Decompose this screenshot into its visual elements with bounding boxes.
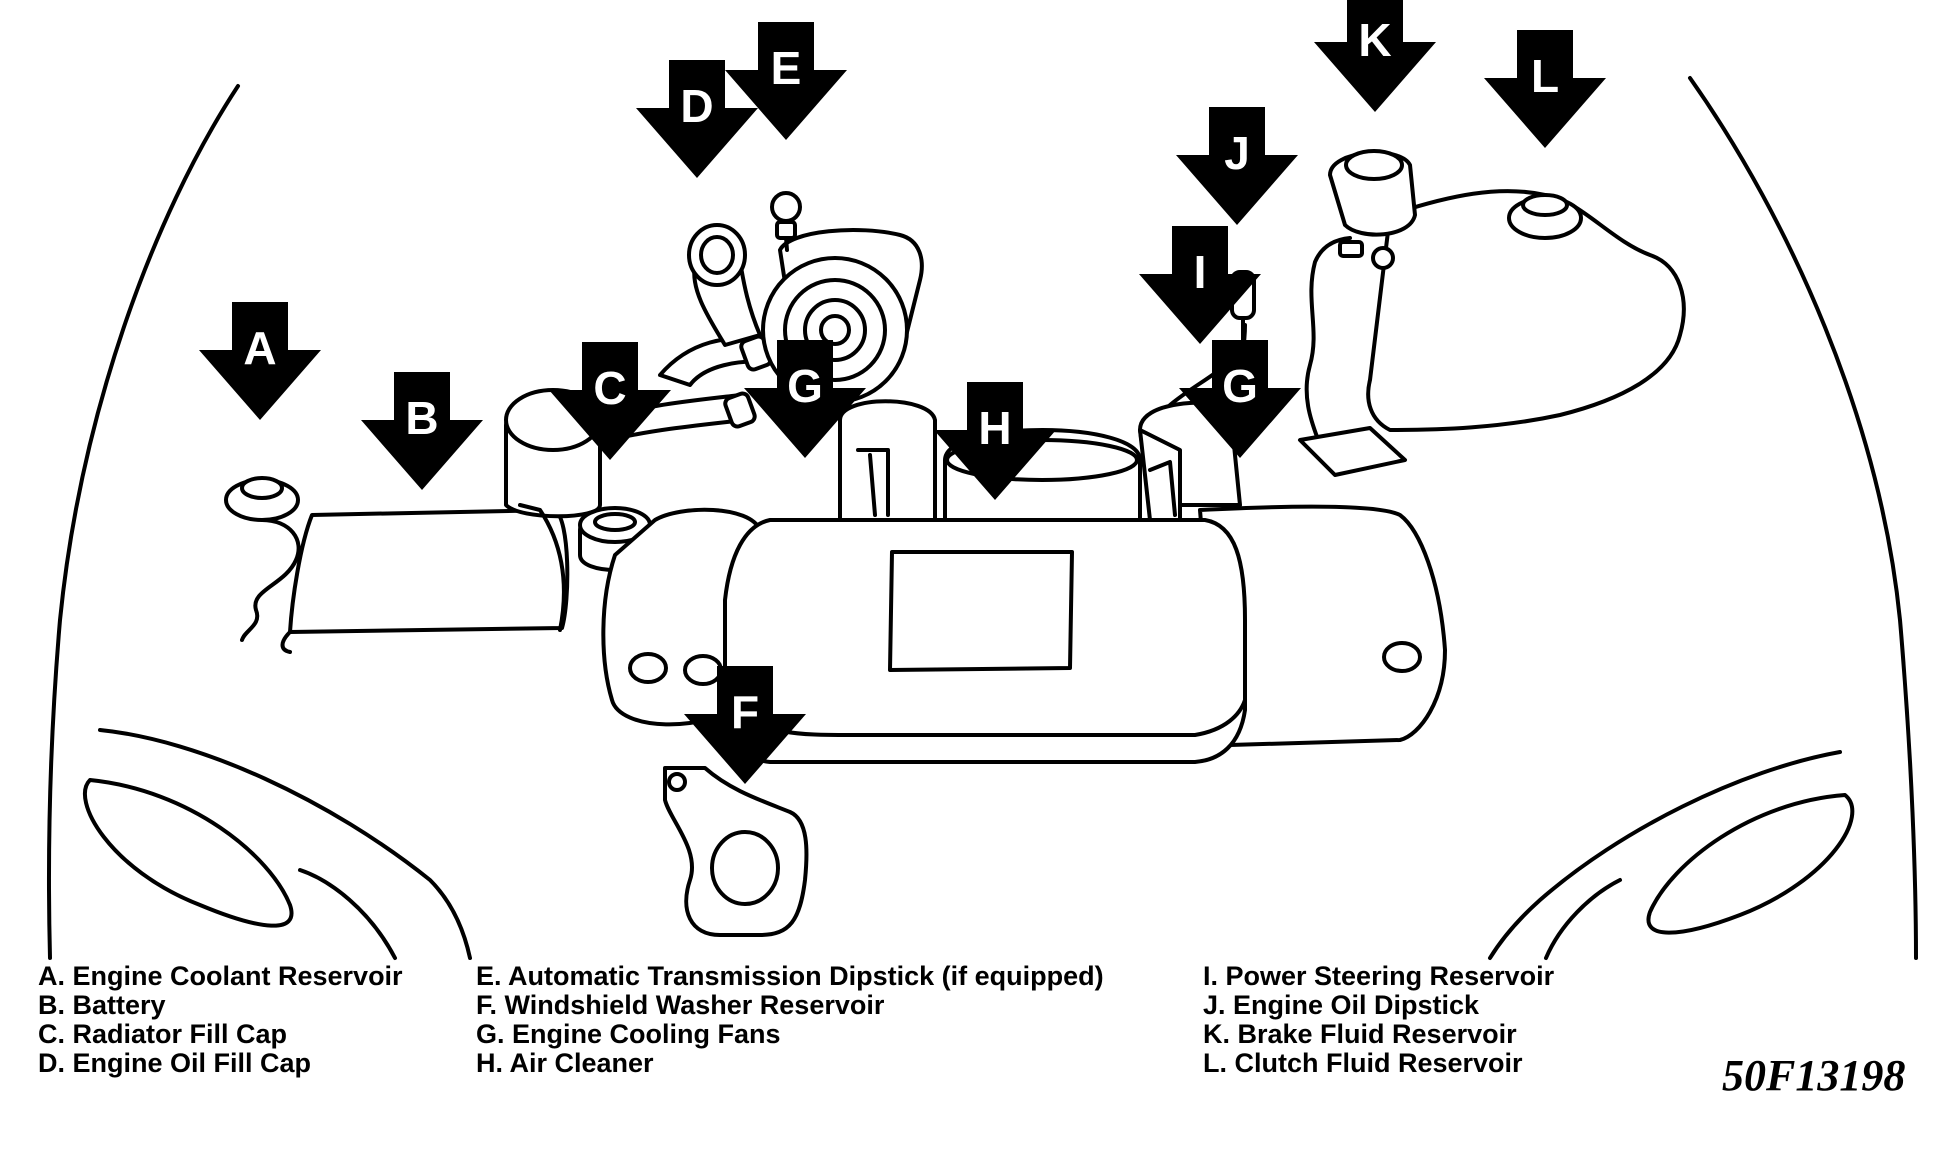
cooling-fan-left [838, 399, 937, 522]
callout-h: H [934, 382, 1056, 500]
callout-d: D [636, 60, 758, 178]
transmission-dipstick [770, 191, 802, 252]
callout-arrows: A B C D E F G H I J K L G [199, 0, 1606, 784]
callout-arrow-shape [684, 666, 806, 784]
callout-arrow-shape [1139, 226, 1261, 344]
callout-letter: K [1358, 14, 1391, 66]
legend-item-g: G. Engine Cooling Fans [476, 1019, 781, 1049]
callout-g: G [1179, 340, 1301, 458]
coolant-reservoir [224, 476, 301, 642]
legend-item-d: D. Engine Oil Fill Cap [38, 1048, 312, 1078]
oil-fill-cap [687, 223, 762, 347]
callout-g: G [744, 340, 866, 458]
callout-letter: B [405, 392, 438, 444]
callout-arrow-shape [199, 302, 321, 420]
callout-b: B [361, 372, 483, 490]
callout-arrow-shape [1314, 0, 1436, 112]
battery [280, 508, 570, 654]
callout-arrow-shape [1179, 340, 1301, 458]
callout-arrow-shape [636, 60, 758, 178]
legend-column-3: I. Power Steering Reservoir J. Engine Oi… [1203, 962, 1554, 1078]
callout-letter: J [1224, 127, 1250, 179]
callout-j: J [1176, 107, 1298, 225]
legend-item-j: J. Engine Oil Dipstick [1203, 990, 1480, 1020]
callout-i: I [1139, 226, 1261, 344]
callout-letter: I [1194, 246, 1207, 298]
legend-column-1: A. Engine Coolant Reservoir B. Battery C… [38, 962, 403, 1078]
air-cleaner-box [723, 518, 1247, 764]
legend-item-k: K. Brake Fluid Reservoir [1203, 1019, 1517, 1049]
callout-letter: A [243, 322, 276, 374]
figure-code: 50F13198 [1722, 1051, 1906, 1100]
legend-item-a: A. Engine Coolant Reservoir [38, 961, 403, 991]
car-body-outline [47, 76, 1918, 960]
callout-arrow-shape [1176, 107, 1298, 225]
callout-letter: D [680, 80, 713, 132]
callout-letter: C [593, 362, 626, 414]
callout-letter: H [978, 402, 1011, 454]
callout-a: A [199, 302, 321, 420]
callout-letter: E [771, 42, 802, 94]
callout-letter: G [1222, 360, 1258, 412]
callout-l: L [1484, 30, 1606, 148]
legend-item-h: H. Air Cleaner [476, 1048, 654, 1078]
legend-item-f: F. Windshield Washer Reservoir [476, 990, 885, 1020]
callout-arrow-shape [934, 382, 1056, 500]
callout-arrow-shape [744, 340, 866, 458]
brake-fluid-reservoir [1298, 149, 1417, 477]
callout-f: F [684, 666, 806, 784]
callout-k: K [1314, 0, 1436, 112]
callout-arrow-shape [725, 22, 847, 140]
clutch-reservoir-panel [1366, 189, 1686, 432]
legend-item-b: B. Battery [38, 990, 166, 1020]
callout-arrow-shape [549, 342, 671, 460]
callout-c: C [549, 342, 671, 460]
legend-item-l: L. Clutch Fluid Reservoir [1203, 1048, 1523, 1078]
callout-letter: L [1531, 50, 1559, 102]
washer-reservoir [663, 766, 809, 937]
legend-item-i: I. Power Steering Reservoir [1203, 961, 1555, 991]
legend-item-c: C. Radiator Fill Cap [38, 1019, 288, 1049]
callout-e: E [725, 22, 847, 140]
legend-item-e: E. Automatic Transmission Dipstick (if e… [476, 961, 1104, 991]
legend-column-2: E. Automatic Transmission Dipstick (if e… [476, 962, 1104, 1078]
callout-arrow-shape [361, 372, 483, 490]
callout-letter: F [731, 686, 759, 738]
callout-arrow-shape [1484, 30, 1606, 148]
callout-letter: G [787, 360, 823, 412]
